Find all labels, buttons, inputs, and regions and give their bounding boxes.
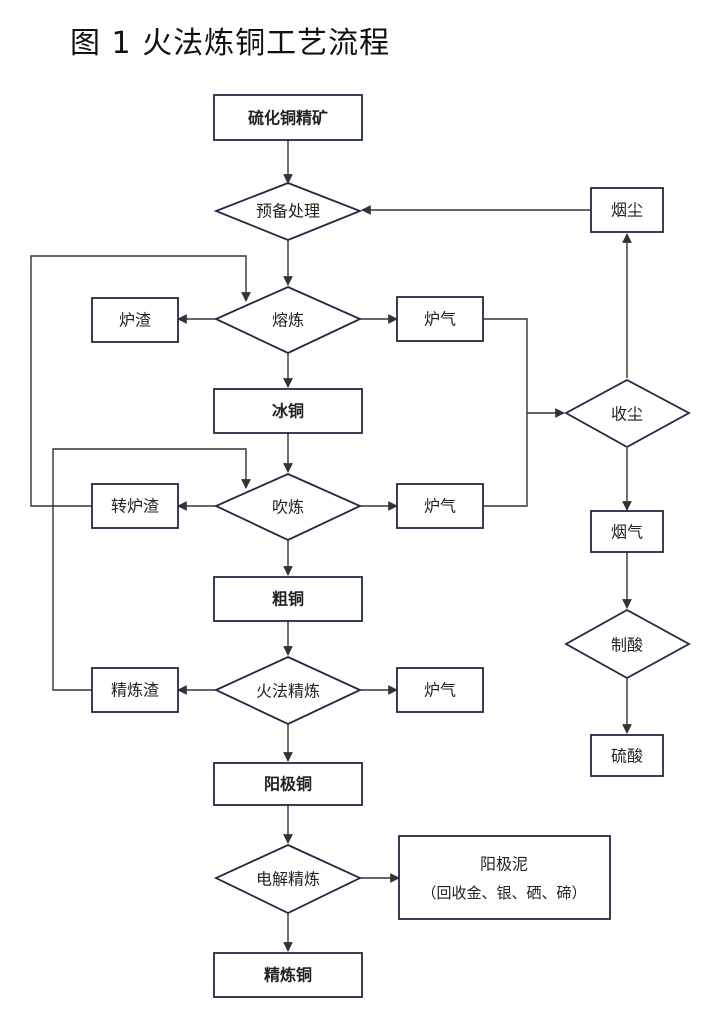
- label-slag1: 炉渣: [119, 311, 151, 330]
- node-sulfuric-box: [590, 734, 664, 777]
- node-anode-box: [213, 762, 363, 806]
- node-collect-diamond: [564, 378, 691, 449]
- label-pretreat: 预备处理: [256, 202, 320, 221]
- label-concentrate: 硫化铜精矿: [248, 109, 328, 128]
- label-slag2: 转炉渣: [111, 497, 159, 516]
- label-smelting: 熔炼: [272, 311, 304, 330]
- node-smelting-diamond: [213, 286, 363, 354]
- label-acid: 制酸: [611, 636, 643, 655]
- node-dust-box: [590, 187, 664, 233]
- label-anode: 阳极铜: [264, 775, 312, 794]
- node-matte-box: [213, 388, 363, 434]
- node-converting-diamond: [213, 473, 363, 541]
- label-sulfuric: 硫酸: [611, 747, 643, 766]
- node-pretreat-diamond: [213, 182, 363, 241]
- line-gas2-to-collect: [483, 413, 528, 507]
- label-electro: 电解精炼: [256, 870, 320, 889]
- label-blister: 粗铜: [272, 590, 304, 609]
- node-slime-box: [398, 835, 611, 920]
- arrow-refiningslag-recycle: [52, 448, 251, 691]
- node-slag3-box: [91, 667, 179, 713]
- node-acid-diamond: [564, 608, 691, 680]
- node-fluegas-box: [590, 510, 664, 553]
- label-dust: 烟尘: [611, 201, 643, 220]
- label-gas2: 炉气: [424, 497, 456, 516]
- label-slime-detail: （回收金、银、硒、碲）: [421, 884, 586, 902]
- label-gas3: 炉气: [424, 681, 456, 700]
- label-collect: 收尘: [611, 405, 643, 424]
- node-gas1-box: [396, 296, 484, 342]
- line-gas1-to-collect: [483, 318, 528, 413]
- label-fluegas: 烟气: [611, 523, 643, 542]
- node-slag1-box: [91, 297, 179, 343]
- label-gas1: 炉气: [424, 310, 456, 329]
- node-electro-diamond: [213, 844, 363, 915]
- node-refined-box: [213, 952, 363, 998]
- label-slag3: 精炼渣: [111, 681, 159, 700]
- node-gas2-box: [396, 483, 484, 529]
- node-blister-box: [213, 576, 363, 622]
- arrow-converterslag-recycle: [30, 255, 251, 507]
- label-firerefining: 火法精炼: [256, 682, 320, 701]
- label-refined: 精炼铜: [264, 966, 312, 985]
- node-concentrate-box: [213, 94, 363, 141]
- node-gas3-box: [396, 667, 484, 713]
- label-converting: 吹炼: [272, 498, 304, 517]
- label-slime-title: 阳极泥: [480, 855, 528, 874]
- figure-title: 图 1 火法炼铜工艺流程: [70, 26, 391, 61]
- label-matte: 冰铜: [272, 402, 304, 421]
- node-firerefining-diamond: [213, 656, 363, 725]
- node-slag2-box: [91, 483, 179, 529]
- connectors: [30, 140, 632, 952]
